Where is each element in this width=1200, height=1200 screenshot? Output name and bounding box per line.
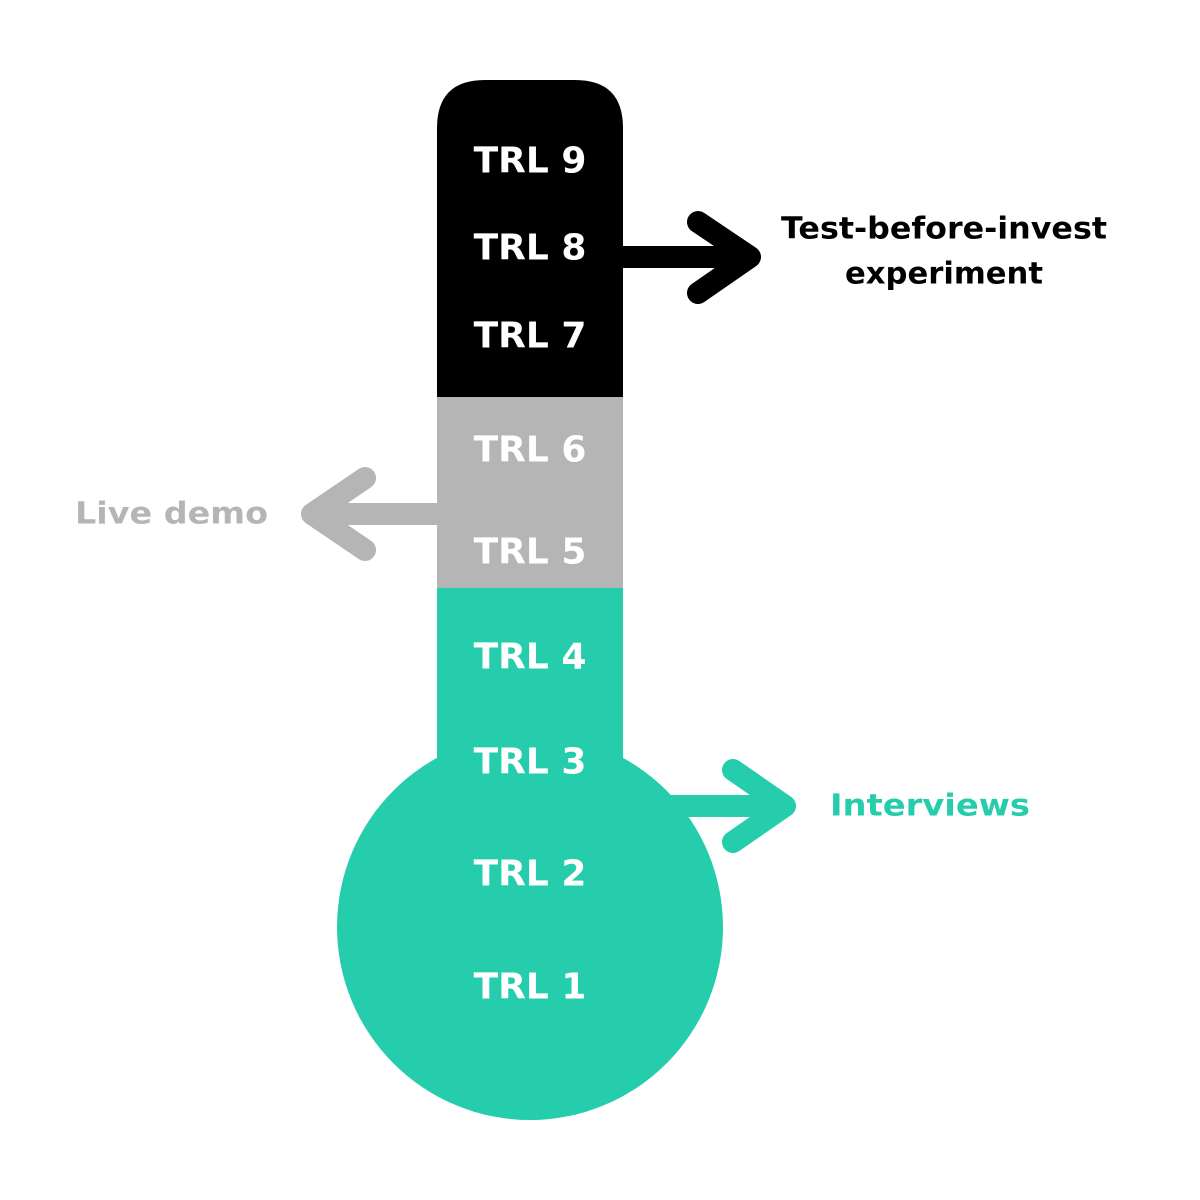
test-before-invest-label: Test-before-invest [781,212,1107,247]
arrow-left-gray-icon [301,467,437,561]
trl-2-label: TRL 2 [474,854,587,895]
trl-8-label: TRL 8 [474,228,587,269]
experiment-label: experiment [845,257,1043,292]
arrow-right-teal-icon [660,759,796,853]
interviews-label: Interviews [830,789,1030,824]
trl-1-label: TRL 1 [474,967,587,1008]
live-demo-label: Live demo [75,497,268,532]
arrow-right-black-icon [623,211,761,304]
trl-5-label: TRL 5 [474,532,587,573]
trl-7-label: TRL 7 [474,316,587,357]
trl-6-label: TRL 6 [474,430,587,471]
tube-black-section [437,80,623,397]
trl-4-label: TRL 4 [474,637,587,678]
trl-3-label: TRL 3 [474,742,587,783]
trl-9-label: TRL 9 [474,141,587,182]
tube-gray-section [437,397,623,588]
thermometer-bulb [337,734,723,1120]
